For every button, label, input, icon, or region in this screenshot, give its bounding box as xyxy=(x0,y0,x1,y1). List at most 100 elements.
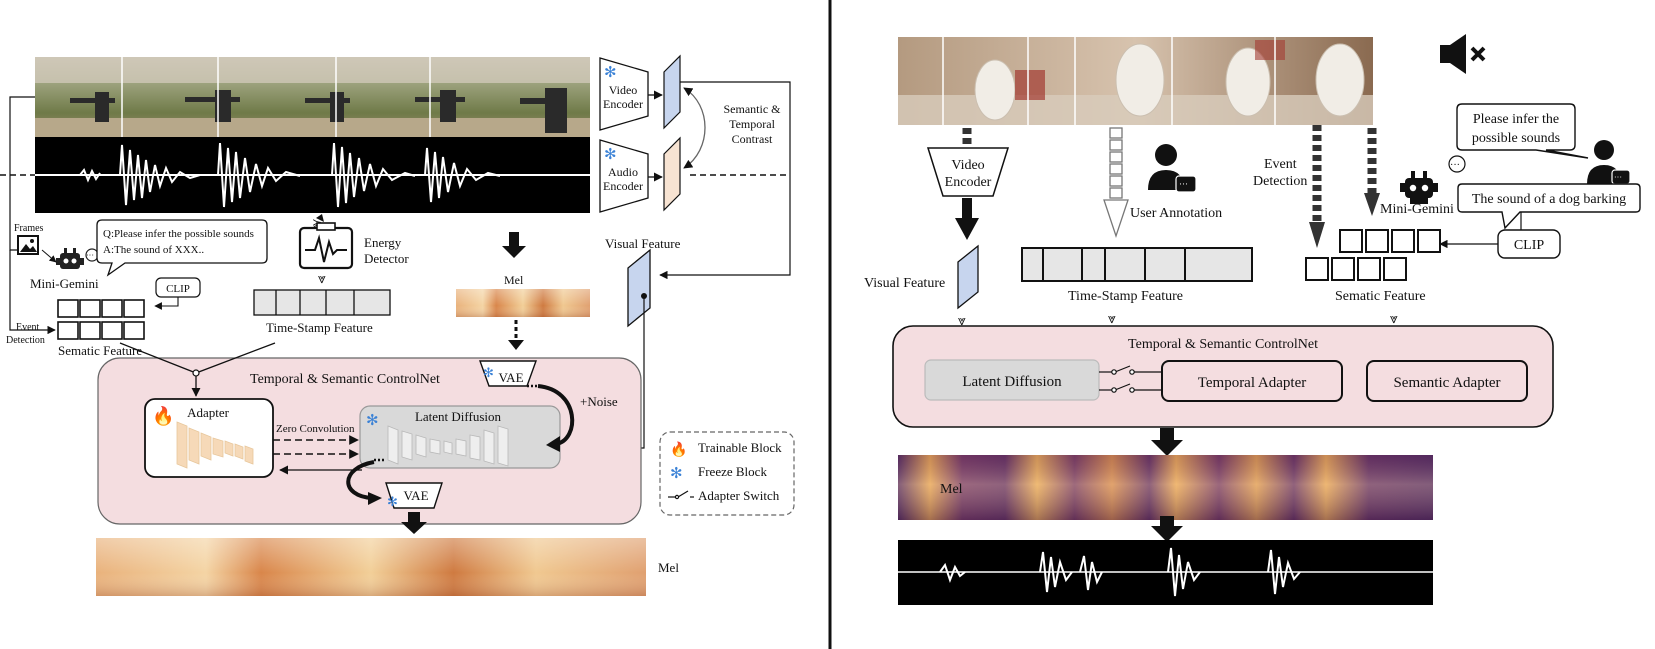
qa-question: Q:Please infer the possible sounds xyxy=(103,228,254,240)
snowflake-icon: ✻ xyxy=(387,494,398,509)
video-encoder-right: Video Encoder xyxy=(926,147,1010,197)
frames-label: Frames xyxy=(14,223,44,234)
event-detection-label-2: Detection xyxy=(6,335,45,346)
clip-label-right: CLIP xyxy=(1514,238,1545,253)
mel-label-right: Mel xyxy=(940,482,963,497)
semantic-feature-blocks xyxy=(57,299,145,340)
timestamp-feature-label-right: Time-Stamp Feature xyxy=(1068,289,1183,304)
audio-waveform-right xyxy=(898,540,1433,605)
energy-detector-icon: ≽ ⩔ xyxy=(298,214,354,287)
merge-chevron: ⩔ xyxy=(1108,312,1116,327)
svg-text:Video: Video xyxy=(951,158,984,173)
audio-feature-block xyxy=(663,136,681,212)
audio-encoder-label-2: Encoder xyxy=(603,179,643,193)
user-annotation-label: User Annotation xyxy=(1130,206,1222,221)
zero-convolution-label: Zero Convolution xyxy=(276,423,355,435)
switch-icon xyxy=(668,490,694,500)
semantic-feature-label-right: Sematic Feature xyxy=(1335,289,1426,304)
mel-spectrogram-top xyxy=(456,289,590,317)
clip-label: CLIP xyxy=(166,283,190,295)
semantic-feature-blocks-right xyxy=(1305,229,1441,281)
energy-detector-label-2: Detector xyxy=(364,251,409,266)
vae-bottom-label: VAE xyxy=(403,488,428,503)
video-encoder-label-1: Video xyxy=(609,83,638,97)
event-detection-label-right-1: Event xyxy=(1264,157,1297,172)
svg-text:Temporal: Temporal xyxy=(729,117,775,131)
audio-waveform xyxy=(35,137,590,213)
vae-top-label: VAE xyxy=(498,370,523,385)
diffusion-layers xyxy=(387,425,509,467)
qa-answer: A:The sound of XXX.. xyxy=(103,244,204,256)
latent-diffusion-box-right xyxy=(924,359,1100,401)
legend-box xyxy=(659,431,795,516)
qa-bubble xyxy=(96,219,268,277)
contrast-label: Semantic & Temporal Contrast xyxy=(724,102,782,146)
timestamp-feature-bar xyxy=(253,289,391,316)
mini-gemini-label-right: Mini-Gemini xyxy=(1380,202,1454,217)
flame-icon: 🔥 xyxy=(152,405,174,426)
snowflake-icon: ✻ xyxy=(604,147,617,163)
semantic-adapter-label: Semantic Adapter xyxy=(1393,375,1500,391)
latent-diffusion-label: Latent Diffusion xyxy=(415,409,502,424)
visual-feature-block-right xyxy=(957,244,979,310)
video-frames-dog xyxy=(898,37,1373,125)
svg-text:Semantic &: Semantic & xyxy=(724,102,782,116)
down-arrow xyxy=(955,198,979,240)
timestamp-feature-label: Time-Stamp Feature xyxy=(266,320,373,335)
semantic-feature-label: Sematic Feature xyxy=(58,343,142,358)
temporal-adapter-label: Temporal Adapter xyxy=(1198,375,1307,391)
visual-feature-label-right: Visual Feature xyxy=(864,276,945,291)
speaker-muted-icon xyxy=(1440,34,1486,74)
image-icon xyxy=(17,235,39,255)
snowflake-icon: ✻ xyxy=(670,466,683,482)
mini-gemini-label: Mini-Gemini xyxy=(30,276,99,291)
user-annotation-arrow xyxy=(1103,127,1129,239)
prompt-bubble xyxy=(1456,103,1589,159)
svg-text:Contrast: Contrast xyxy=(732,132,773,146)
controlnet-title-right: Temporal & Semantic ControlNet xyxy=(1128,337,1318,352)
event-detection-label-1: Event xyxy=(16,322,40,333)
adapter-layers xyxy=(176,421,254,469)
video-encoder-label-2: Encoder xyxy=(603,97,643,111)
mel-spectrogram-right xyxy=(898,455,1433,520)
flame-icon: 🔥 xyxy=(670,441,687,458)
svg-text:Encoder: Encoder xyxy=(945,175,992,190)
svg-text:···: ··· xyxy=(1179,179,1188,189)
answer-text: The sound of a dog barking xyxy=(1472,192,1626,207)
svg-text:possible sounds: possible sounds xyxy=(1472,131,1560,146)
vae-bottom-block xyxy=(385,482,443,509)
down-arrow xyxy=(502,232,526,258)
visual-feature-block-top xyxy=(663,54,681,130)
merge-chevron: ⩔ xyxy=(958,314,966,329)
energy-detector-label-1: Energy xyxy=(364,235,402,250)
snowflake-icon: ✻ xyxy=(483,365,494,380)
robot-icon: ··· xyxy=(56,248,99,269)
video-frames xyxy=(35,57,590,137)
legend-freeze: Freeze Block xyxy=(698,464,767,479)
svg-text:⩔: ⩔ xyxy=(318,272,326,287)
right-panel: Video Encoder Visual Feature ⩔ ··· User … xyxy=(864,34,1641,605)
latent-diffusion-label-right: Latent Diffusion xyxy=(962,374,1062,390)
timestamp-feature-bar-right xyxy=(1021,247,1253,282)
user-icon: ··· xyxy=(1148,144,1197,193)
svg-text:···: ··· xyxy=(1614,173,1622,182)
legend-trainable: Trainable Block xyxy=(698,440,782,455)
event-detection-label-right-2: Detection xyxy=(1253,174,1307,189)
down-arrow xyxy=(1151,516,1183,542)
mel-top-label: Mel xyxy=(504,273,524,287)
visual-feature-label: Visual Feature xyxy=(605,236,681,251)
visual-feature-block xyxy=(627,248,651,328)
snowflake-icon: ✻ xyxy=(604,65,617,81)
audio-encoder-label-1: Audio xyxy=(608,165,638,179)
adapter-label: Adapter xyxy=(187,405,230,420)
audio-encoder: ✻ Audio Encoder xyxy=(599,139,649,213)
controlnet-title: Temporal & Semantic ControlNet xyxy=(250,372,440,387)
down-arrow xyxy=(1151,428,1183,456)
snowflake-icon: ✻ xyxy=(366,413,379,429)
noise-label: +Noise xyxy=(580,394,618,409)
svg-text:Please infer the: Please infer the xyxy=(1473,112,1559,127)
merge-chevron: ⩔ xyxy=(1390,312,1398,327)
temporal-adapter-box xyxy=(1161,360,1343,402)
mel-bottom-label: Mel xyxy=(658,560,679,575)
